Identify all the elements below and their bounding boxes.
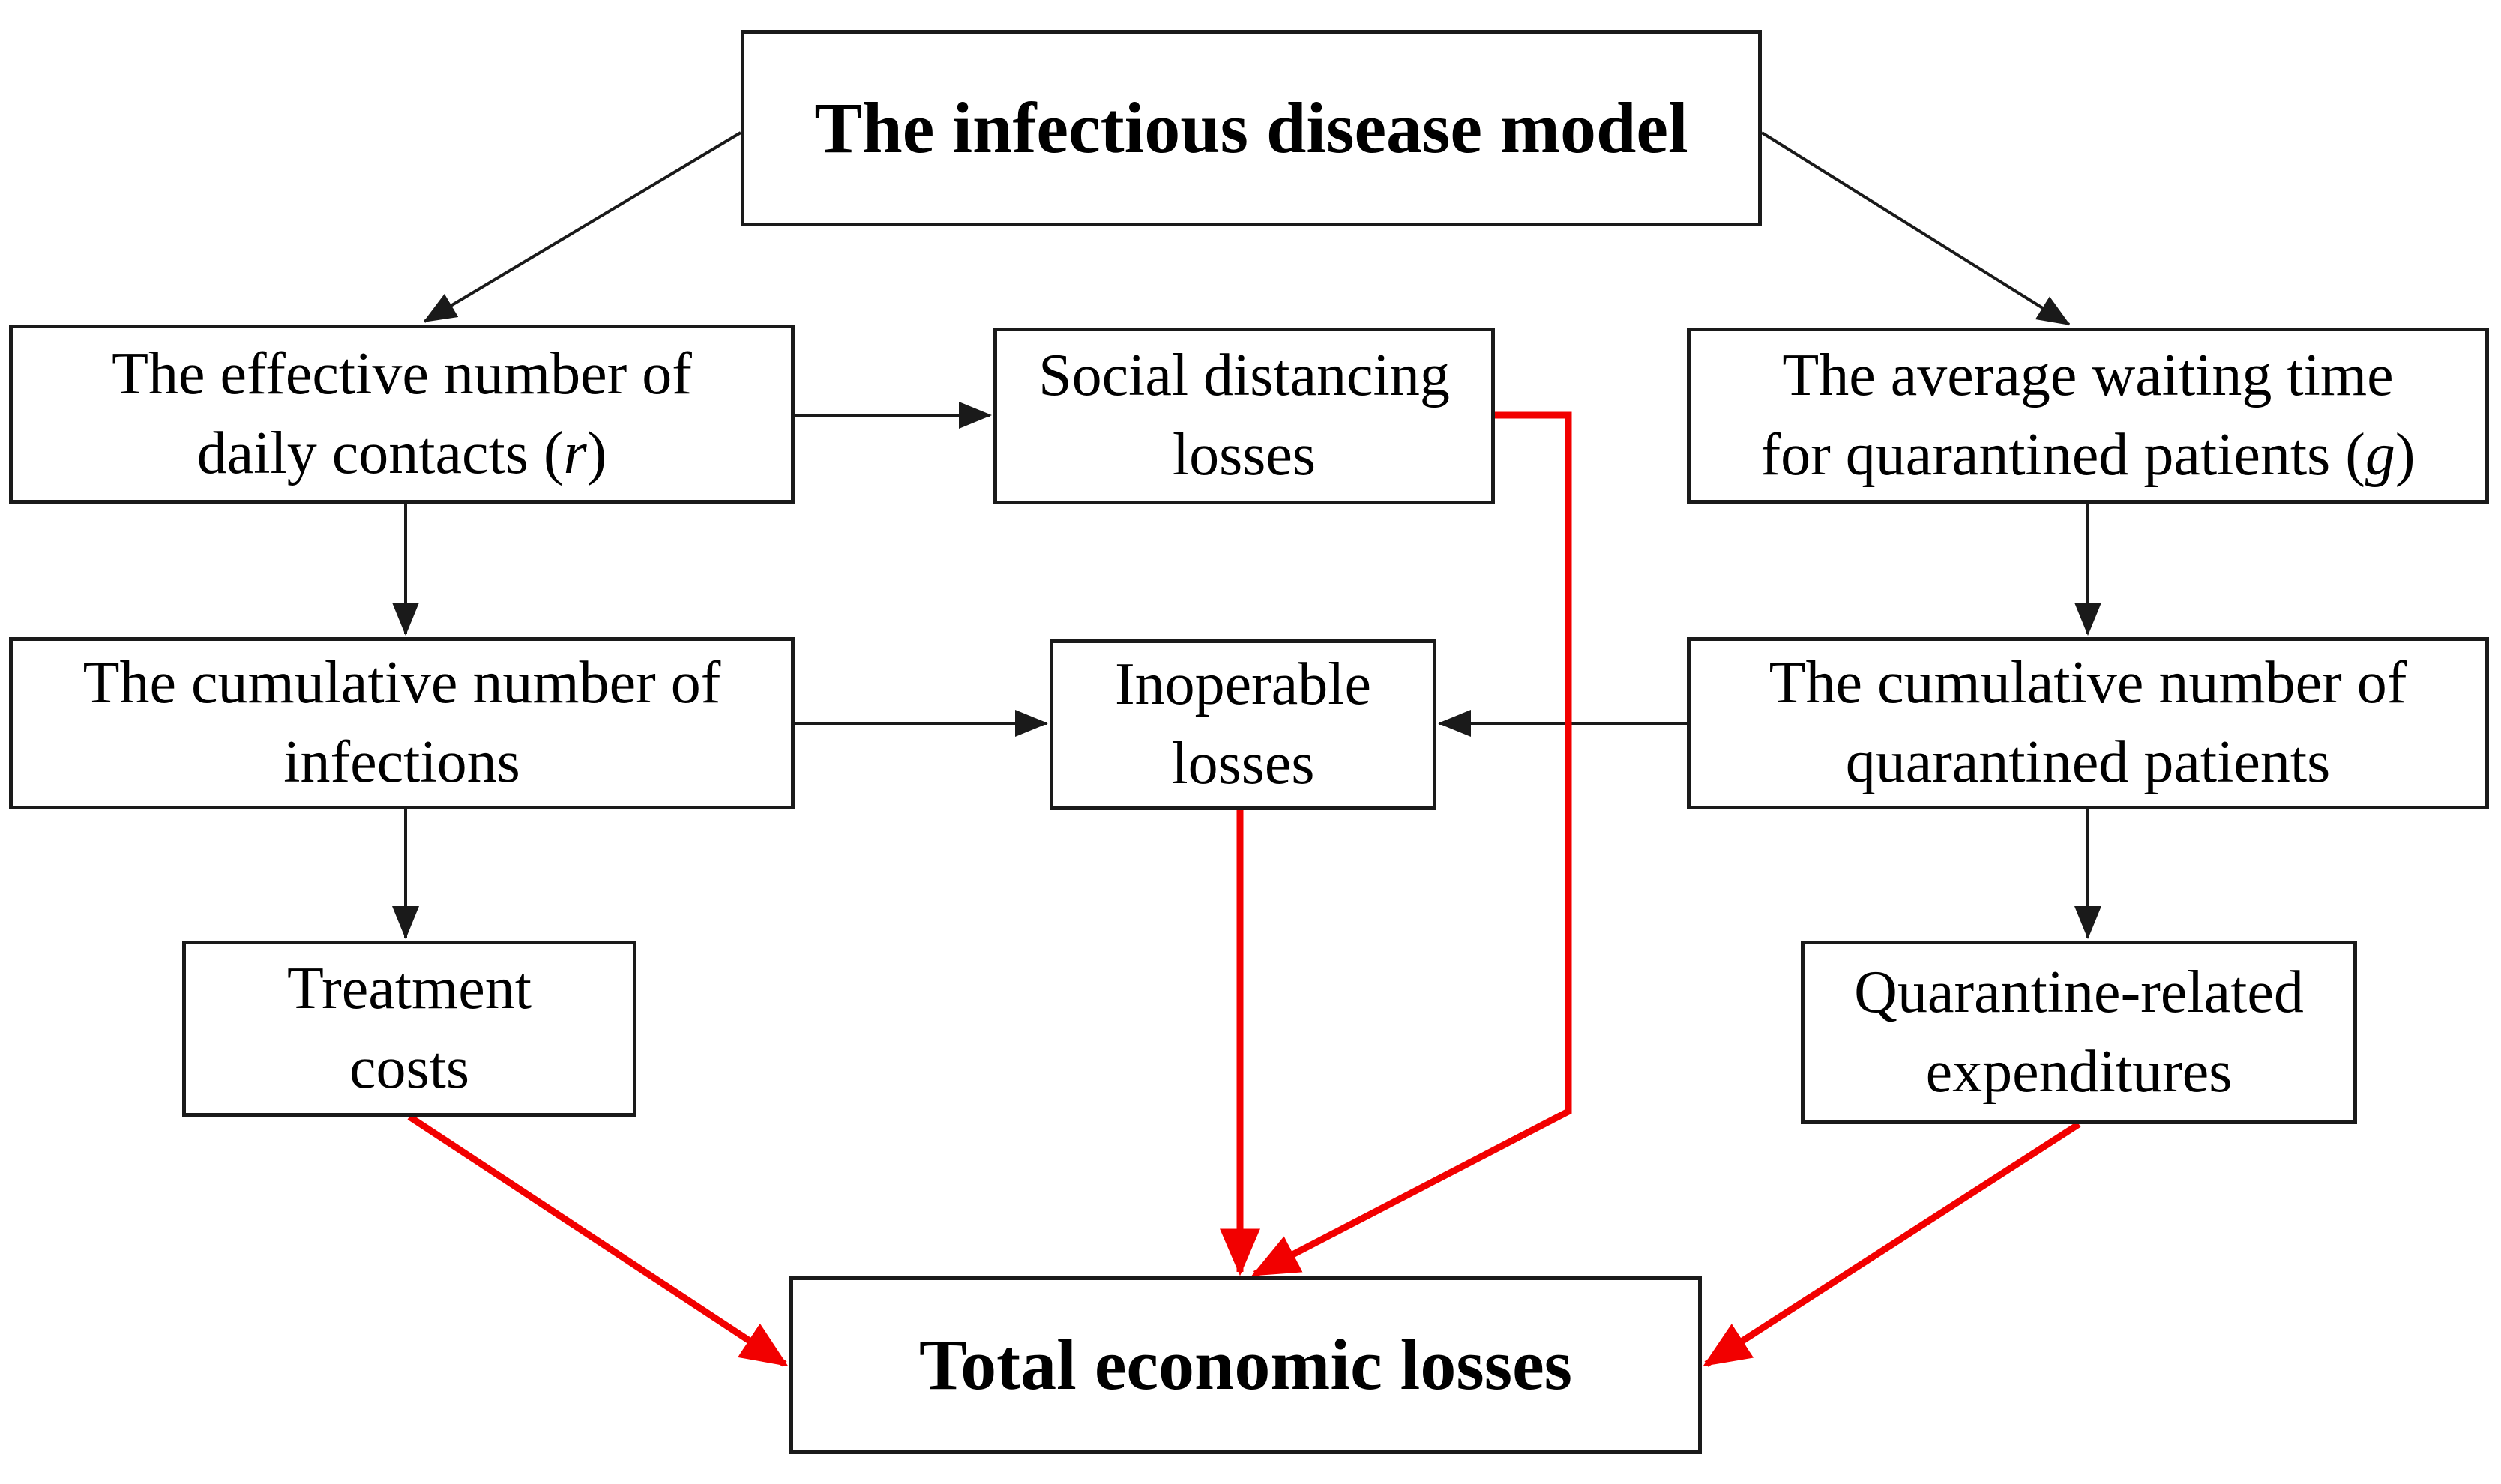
node-label-line2: infections [283,729,520,795]
node-label-line1: Quarantine-related [1854,959,2304,1025]
node-label: The infectious disease model [814,87,1688,168]
variable-r: r [563,420,587,486]
variable-g: g [2365,421,2395,488]
node-label: Total economic losses [918,1324,1573,1405]
node-label-line1: The effective number of [112,340,692,407]
node-label-line2: losses [1171,731,1315,797]
edge-quarantine-expenditures-to-total-losses [1703,1121,2081,1367]
node-label-line1: The cumulative number of [82,650,721,717]
node-label-line2: costs [349,1034,469,1101]
node-total-economic-losses: Total economic losses [789,1276,1702,1454]
node-treatment-costs: Treatment costs [182,941,636,1117]
node-effective-daily-contacts: The effective number of daily contacts (… [9,325,795,504]
node-label-line2: quarantined patients [1845,729,2331,795]
node-label-line2: expenditures [1925,1038,2233,1105]
node-inoperable-losses: Inoperable losses [1050,639,1436,810]
node-label-line1: Treatment [287,955,532,1022]
node-label-line1: Social distancing [1038,343,1450,409]
node-label-line1: The average waiting time [1782,342,2394,408]
node-social-distancing-losses: Social distancing losses [993,328,1495,504]
node-quarantine-related-expenditures: Quarantine-related expenditures [1801,941,2357,1124]
node-cumulative-quarantined-patients: The cumulative number of quarantined pat… [1687,637,2489,809]
edge-treatment-costs-to-total-losses [407,1114,789,1367]
edge-model-to-effective-contacts [423,131,742,323]
edge-model-to-waiting-time [1760,131,2071,326]
node-infectious-disease-model: The infectious disease model [741,30,1762,226]
node-average-waiting-time: The average waiting time for quarantined… [1687,328,2489,504]
node-label-line2: for quarantined patients (g) [1760,421,2416,488]
node-label-line2: losses [1172,422,1316,488]
node-cumulative-infections: The cumulative number of infections [9,637,795,809]
edge-social-distancing-to-total-losses [1251,411,1572,1277]
node-label-line2: daily contacts (r) [196,420,607,486]
node-label-line1: The cumulative number of [1769,650,2407,717]
node-label-line1: Inoperable [1114,651,1372,718]
